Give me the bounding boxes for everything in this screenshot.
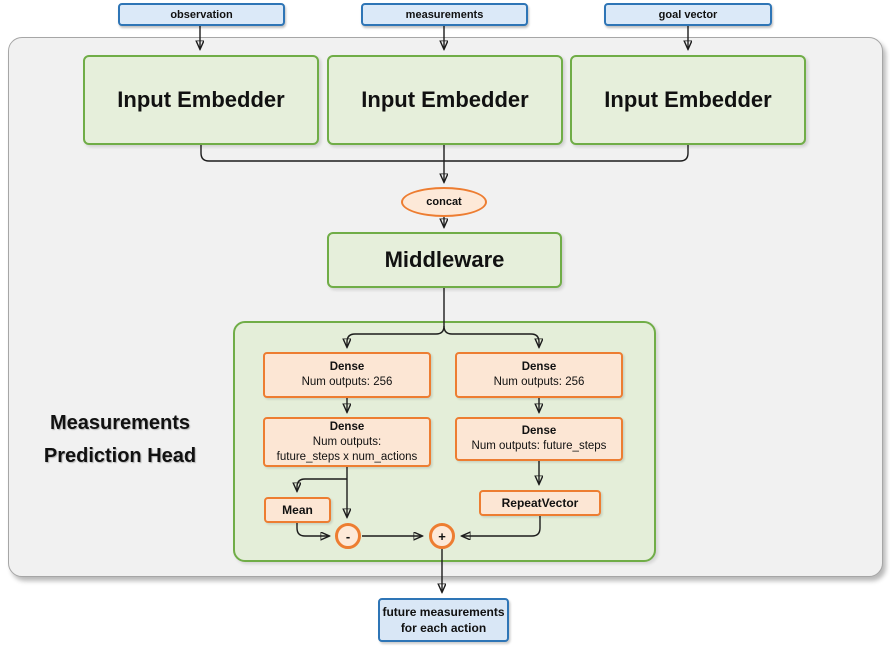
plus-label: + [438,528,446,544]
prediction-head-title-line1: Measurements [49,412,191,434]
arrow-repeatvector-plus [463,516,541,536]
dense-title: Dense [521,361,557,373]
dense-right-2: Dense Num outputs: future_steps [455,417,623,461]
concat-ellipse: concat [401,187,487,217]
prediction-head-title: Measurements Prediction Head [15,407,225,473]
repeat-vector-box: RepeatVector [479,490,601,516]
dense-subtitle: Num outputs: 256 [301,376,393,388]
input-embedder-box-1: Input Embedder [83,55,319,145]
input-embedder-box-3: Input Embedder [570,55,806,145]
dense-title: Dense [329,420,365,433]
middleware-box: Middleware [327,232,562,288]
dense-subtitle: Num outputs: 256 [493,376,585,388]
arrow-split-dense-left [347,325,445,346]
input-embedder-label: Input Embedder [361,87,529,112]
input-embedder-label: Input Embedder [604,87,772,112]
dense-title: Dense [329,361,365,373]
arrow-branch-mean [297,478,347,490]
repeat-vector-label: RepeatVector [501,496,579,510]
input-chip-label: goal vector [658,8,718,21]
input-chip-measurements: measurements [361,3,528,26]
input-embedder-label: Input Embedder [117,87,285,112]
input-chip-label: observation [170,8,233,21]
output-box: future measurements for each action [378,598,509,642]
output-line2: for each action [400,621,487,635]
mean-label: Mean [282,503,313,517]
input-chip-observation: observation [118,3,285,26]
minus-label: - [345,528,351,544]
dense-right-1: Dense Num outputs: 256 [455,352,623,398]
dense-subtitle2: future_steps x num_actions [276,450,418,463]
dense-title: Dense [521,425,557,437]
arrow-split-dense-right [443,325,539,346]
dense-left-1: Dense Num outputs: 256 [263,352,431,398]
dense-subtitle: Num outputs: future_steps [471,440,607,452]
minus-node: - [335,523,361,549]
input-embedder-box-2: Input Embedder [327,55,563,145]
mean-box: Mean [264,497,331,523]
plus-node: + [429,523,455,549]
bracket-right-embedder [444,145,689,162]
arrow-mean-minus [296,523,328,536]
dense-subtitle: Num outputs: [312,435,382,448]
dense-left-2: Dense Num outputs: future_steps x num_ac… [263,417,431,467]
middleware-label: Middleware [384,247,505,272]
input-chip-label: measurements [405,8,484,21]
concat-label: concat [426,196,462,208]
input-chip-goal-vector: goal vector [604,3,772,26]
bracket-left-embedder [200,145,444,162]
prediction-head-title-line2: Prediction Head [43,445,197,467]
output-line1: future measurements [382,605,505,619]
